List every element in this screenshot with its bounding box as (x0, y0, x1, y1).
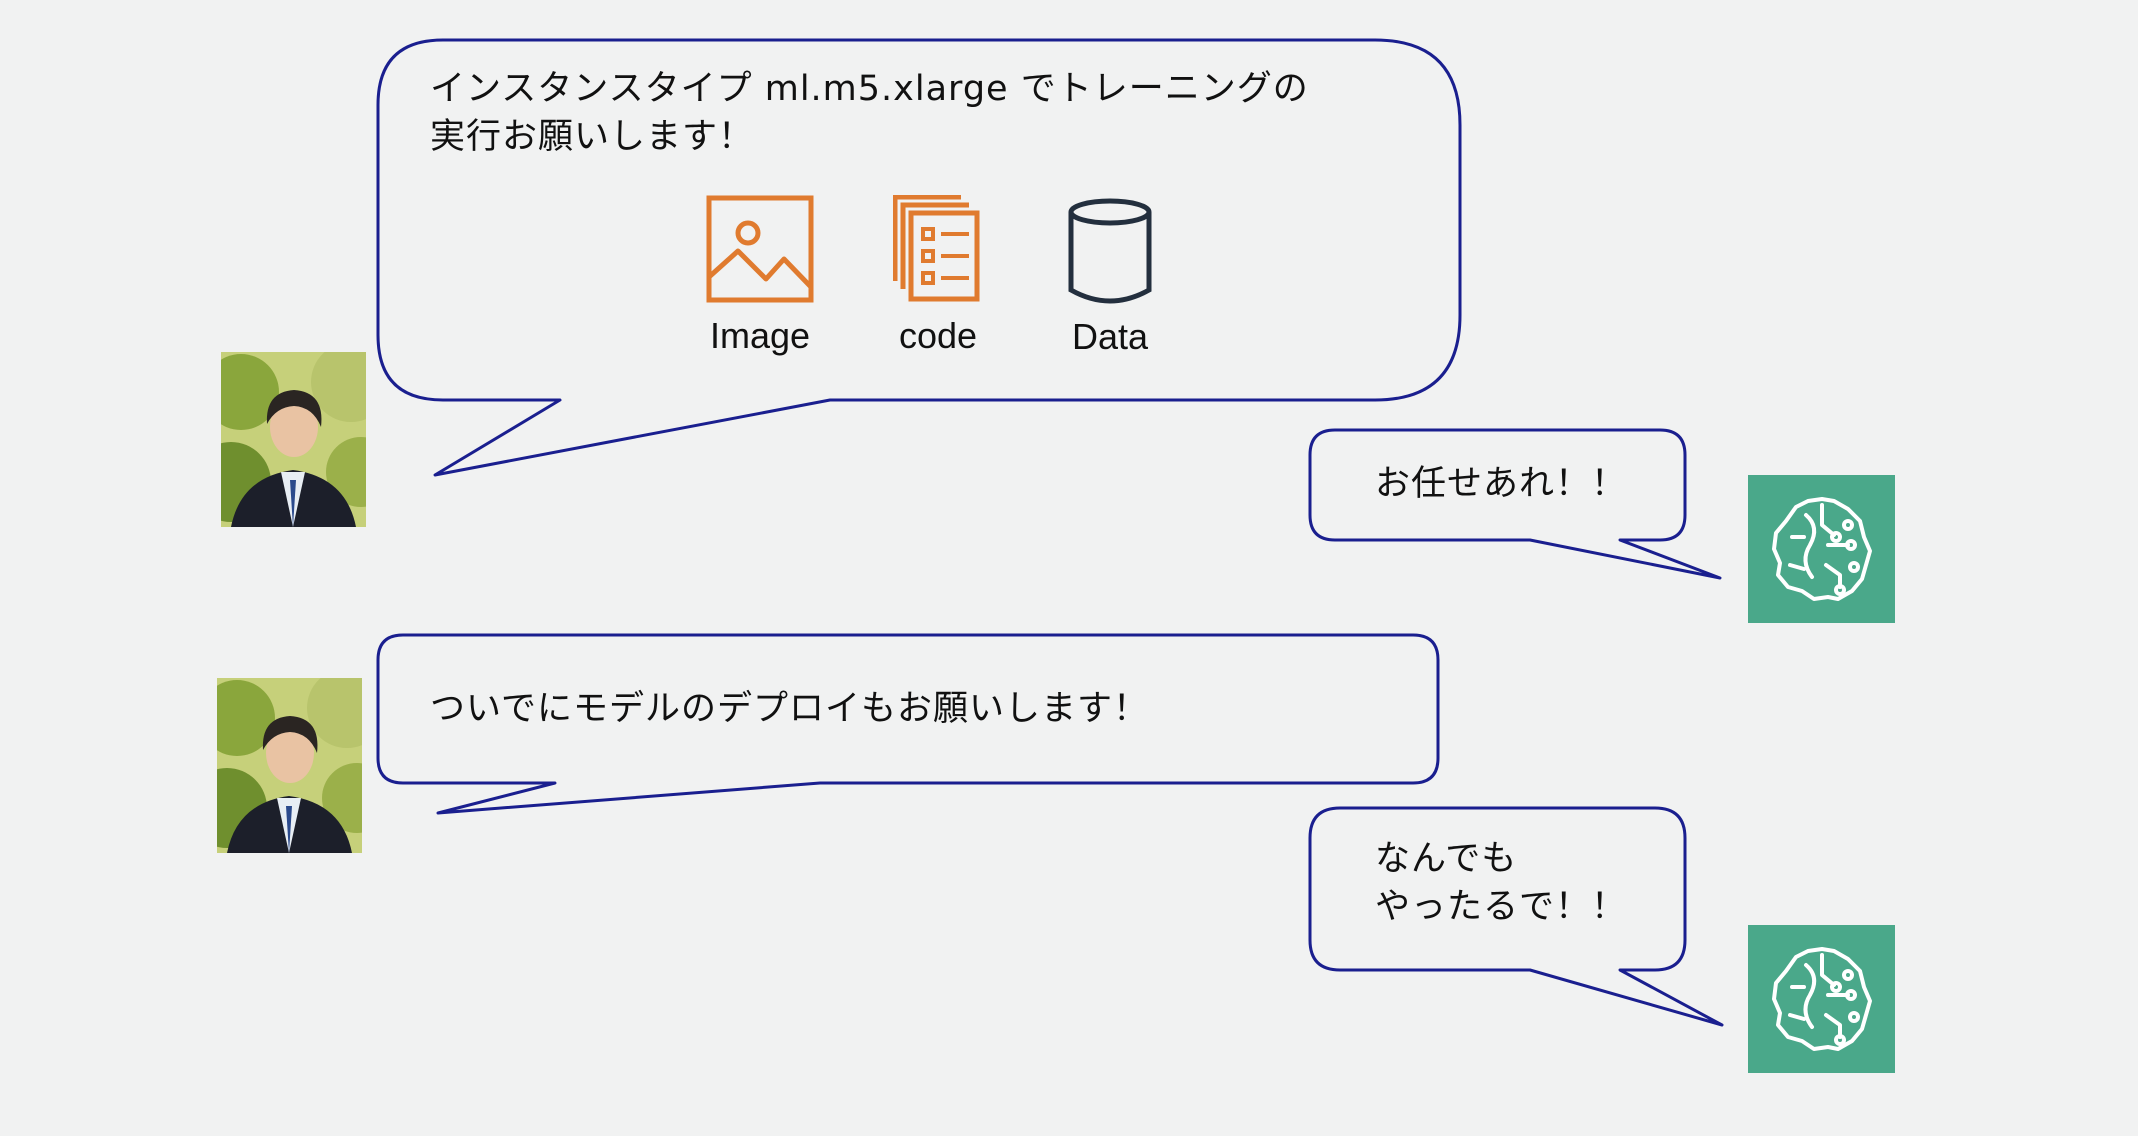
brain-circuit-icon (1772, 497, 1872, 601)
attachment-label-data: Data (1071, 316, 1149, 357)
speech-bubble-4 (1308, 806, 1724, 1027)
message-2-text: お任せあれ！！ (1375, 464, 1628, 504)
bot-avatar-2 (1748, 925, 1895, 1073)
user-avatar-2 (217, 678, 362, 853)
speech-bubble-3 (376, 633, 1440, 815)
user-avatar-1 (221, 352, 366, 527)
bot-avatar-1 (1748, 475, 1895, 623)
message-4-text: なんでも やったるで！！ (1375, 839, 1628, 927)
message-1-text: インスタンスタイプ ml.m5.xlarge でトレーニングの 実行お願いします… (430, 69, 1309, 157)
attachment-image: Image (700, 195, 820, 357)
speech-bubble-2 (1308, 428, 1722, 580)
database-cylinder-icon (1068, 198, 1152, 304)
message-3-text: ついでにモデルのデプロイもお願いします！ (430, 689, 1149, 729)
attachment-code: code (878, 195, 998, 357)
person-photo (221, 352, 366, 527)
attachment-data: Data (1050, 198, 1170, 358)
person-photo (217, 678, 362, 853)
speech-bubble-1 (376, 38, 1462, 477)
attachment-label-code: code (898, 315, 978, 356)
document-stack-icon (893, 195, 980, 302)
attachment-label-image: Image (709, 315, 811, 356)
image-icon (706, 195, 814, 303)
brain-circuit-icon (1772, 947, 1872, 1051)
